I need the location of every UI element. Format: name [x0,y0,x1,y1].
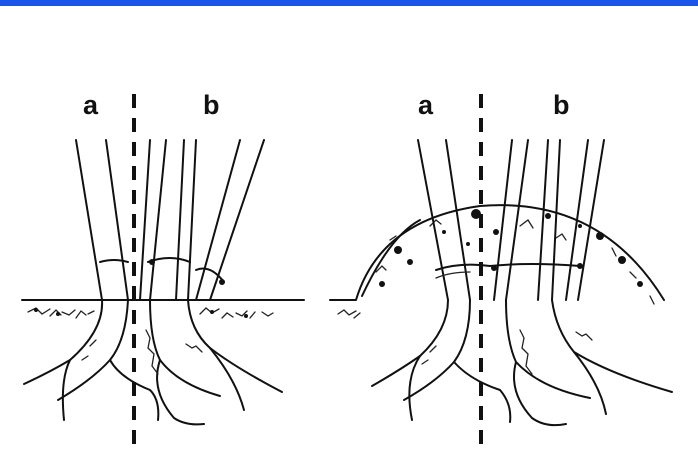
stem-a-left-inner [106,140,128,300]
stem-a-right-inner [446,140,470,300]
stem-a-left-outer [76,140,102,300]
mound-texture [338,209,654,318]
stem-b2-left [176,140,184,300]
stem-b3-right [566,140,588,300]
right-panel-drawing [330,140,672,425]
left-panel-drawing [22,140,304,424]
label-b-left: b [203,92,220,119]
label-a-right: a [418,92,433,119]
stem-b1-left [140,140,150,300]
root-a-right [372,300,448,386]
label-b-right: b [553,92,570,119]
stem-b2-right [538,140,548,300]
label-a-left: a [83,92,98,119]
